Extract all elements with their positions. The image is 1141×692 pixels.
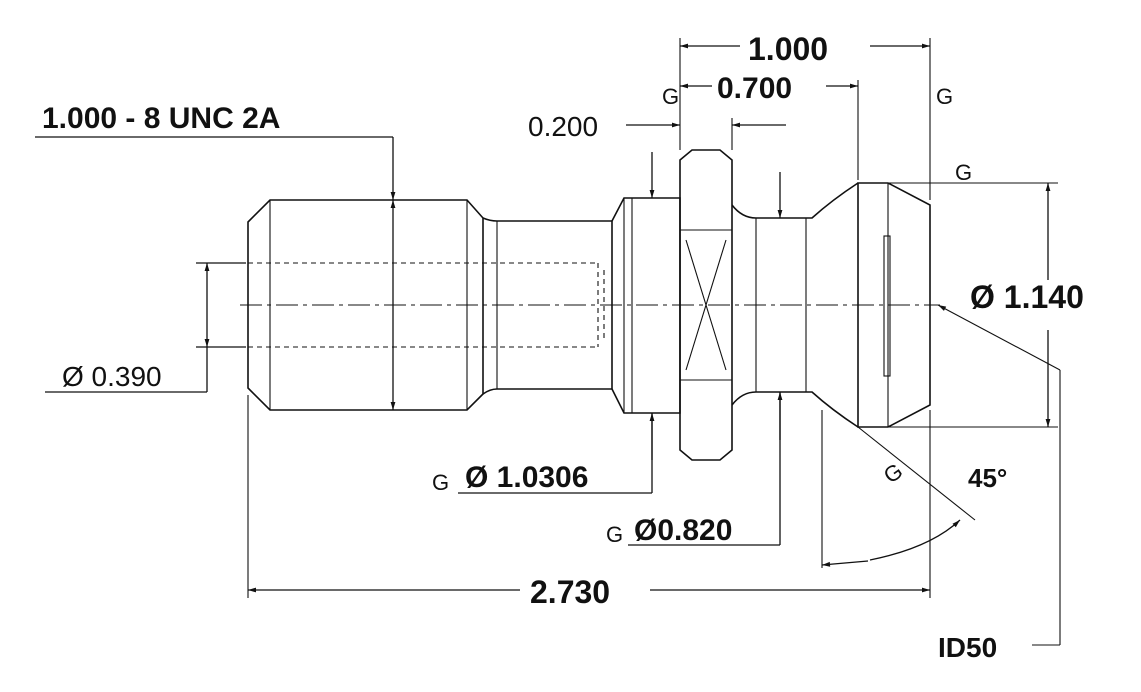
flange bbox=[679, 149, 733, 461]
id-tag-label: ID50 bbox=[938, 632, 997, 663]
grind-mark: G bbox=[432, 470, 449, 495]
flange-dia-dimension bbox=[458, 152, 655, 494]
thread-dimension bbox=[35, 136, 396, 410]
angle-dimension bbox=[821, 410, 976, 568]
flange-dia-label: Ø 1.0306 bbox=[465, 461, 588, 494]
groove bbox=[731, 182, 859, 428]
neck-dia-label: Ø0.820 bbox=[634, 514, 732, 547]
flange-width-label: 0.200 bbox=[528, 111, 598, 142]
head-length-dimension bbox=[679, 38, 931, 200]
neck-length-dimension bbox=[680, 80, 859, 180]
flange-width-dimension bbox=[626, 75, 786, 150]
neck-length-label: 0.700 bbox=[717, 72, 792, 105]
neck-dia-dimension bbox=[628, 172, 783, 546]
shank-neck bbox=[482, 217, 613, 395]
angle-label: 45° bbox=[968, 463, 1007, 493]
thread-spec-label: 1.000 - 8 UNC 2A bbox=[42, 102, 280, 135]
grind-mark: G bbox=[606, 522, 623, 547]
overall-length-dimension bbox=[247, 395, 931, 598]
grind-mark: G bbox=[662, 84, 679, 109]
head-length-label: 1.000 bbox=[748, 31, 828, 67]
hidden-features bbox=[240, 262, 940, 348]
grind-mark: G bbox=[936, 84, 953, 109]
head-dia-dimension bbox=[888, 182, 1058, 428]
overall-length-label: 2.730 bbox=[530, 574, 610, 610]
bore-dia-label: Ø 0.390 bbox=[62, 361, 162, 392]
grind-mark: G bbox=[955, 160, 972, 185]
id-leader bbox=[937, 304, 1061, 646]
head-dia-label: Ø 1.140 bbox=[970, 279, 1084, 315]
bore-dimension bbox=[45, 262, 246, 393]
